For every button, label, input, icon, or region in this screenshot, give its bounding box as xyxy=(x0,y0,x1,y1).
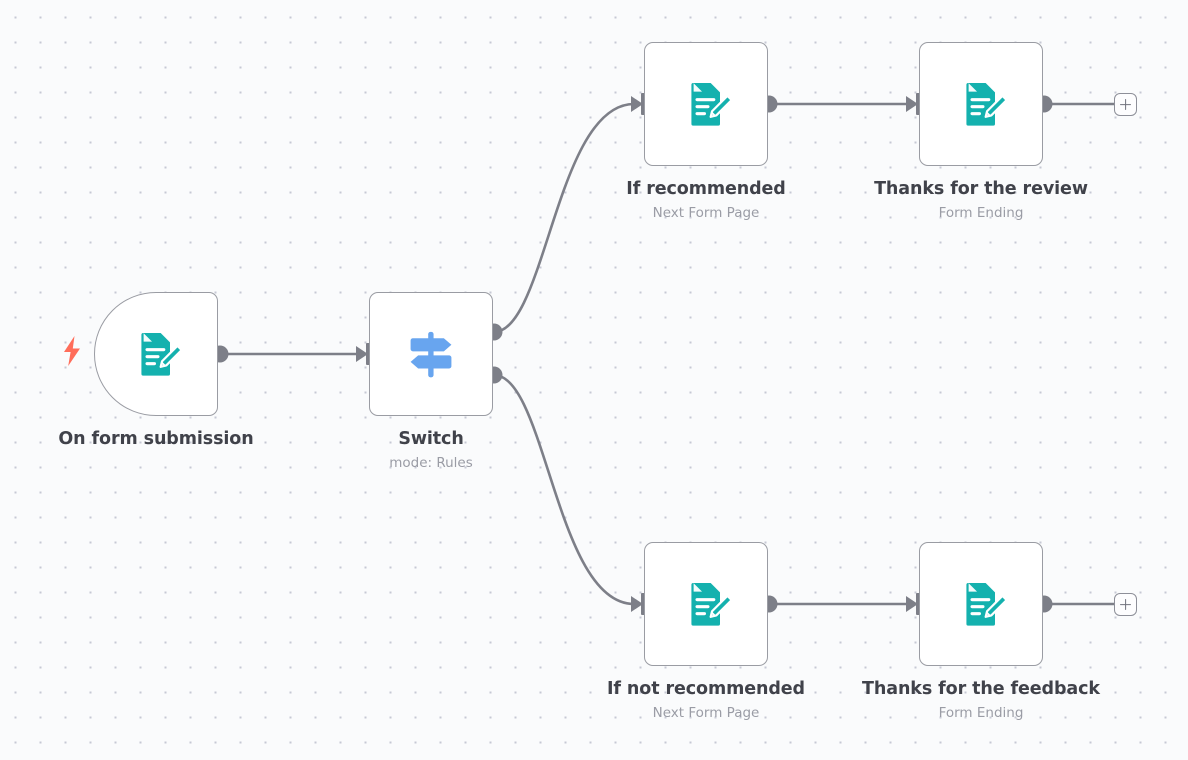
node-thanks-for-the-feedback[interactable] xyxy=(919,542,1043,666)
form-document-pencil-icon xyxy=(953,576,1009,632)
node-subtitle: Next Form Page xyxy=(652,204,760,221)
signpost-icon xyxy=(403,326,459,382)
add-node-button-top[interactable] xyxy=(1114,93,1137,116)
trigger-bolt-icon xyxy=(62,336,82,366)
label-on-form-submission: On form submission xyxy=(6,428,306,452)
label-switch: Switch mode: Rules xyxy=(281,428,581,473)
form-document-pencil-icon xyxy=(128,326,184,382)
label-if-not-recommended: If not recommended Next Form Page xyxy=(556,678,856,723)
label-thanks-for-the-feedback: Thanks for the feedback Form Ending xyxy=(831,678,1131,723)
node-subtitle: mode: Rules xyxy=(389,454,473,471)
form-document-pencil-icon xyxy=(953,76,1009,132)
label-if-recommended: If recommended Next Form Page xyxy=(556,178,856,223)
node-subtitle: Next Form Page xyxy=(652,704,760,721)
connection-switch-to-if-not-recommended xyxy=(493,373,635,606)
node-on-form-submission[interactable] xyxy=(94,292,218,416)
node-title: If recommended xyxy=(626,179,786,199)
output-dots xyxy=(211,95,1053,613)
node-title: On form submission xyxy=(58,429,254,449)
node-if-recommended[interactable] xyxy=(644,42,768,166)
node-switch[interactable] xyxy=(369,292,493,416)
label-thanks-for-the-review: Thanks for the review Form Ending xyxy=(831,178,1131,223)
node-title: Switch xyxy=(398,429,464,449)
node-subtitle: Form Ending xyxy=(938,204,1024,221)
node-subtitle: Form Ending xyxy=(938,704,1024,721)
node-thanks-for-the-review[interactable] xyxy=(919,42,1043,166)
node-if-not-recommended[interactable] xyxy=(644,542,768,666)
form-document-pencil-icon xyxy=(678,576,734,632)
node-title: Thanks for the feedback xyxy=(862,679,1100,699)
add-node-button-bottom[interactable] xyxy=(1114,593,1137,616)
node-title: Thanks for the review xyxy=(874,179,1088,199)
form-document-pencil-icon xyxy=(678,76,734,132)
node-title: If not recommended xyxy=(607,679,805,699)
